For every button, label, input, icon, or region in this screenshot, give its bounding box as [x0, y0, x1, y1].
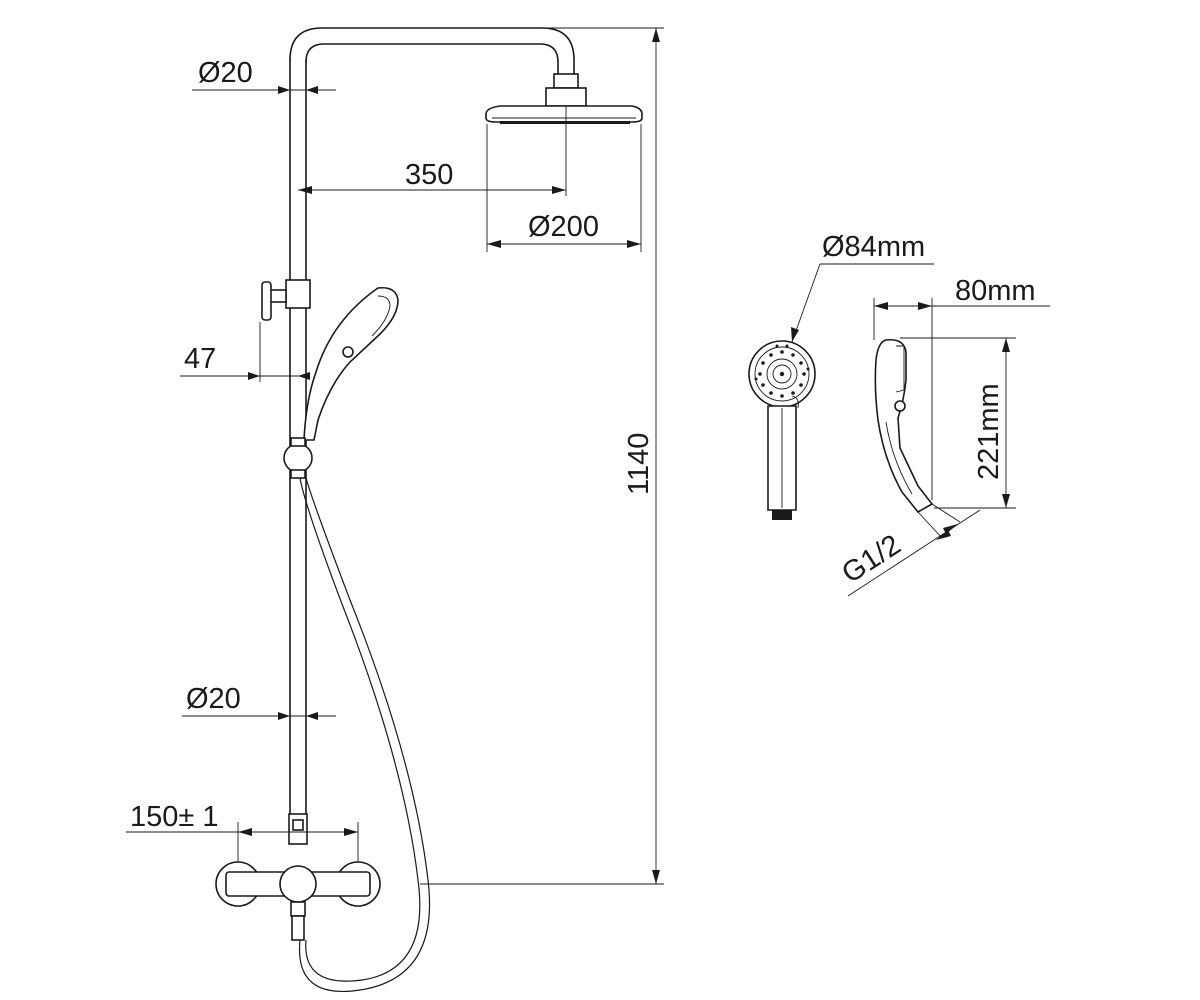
label-hand-offset: 47 [184, 343, 216, 375]
label-total-height: 1140 [623, 433, 655, 495]
label-handset-diameter: Ø84mm [822, 231, 925, 263]
head-nut [545, 87, 587, 107]
arm-connector [553, 73, 579, 89]
label-head-diameter: Ø200 [528, 211, 599, 243]
hand-shower-docked-face [371, 295, 391, 337]
overhead-shower-head [485, 105, 643, 123]
hand-shower-docked-button [342, 346, 354, 358]
upper-bracket-arm [269, 289, 287, 303]
shower-arm-inner [305, 43, 559, 75]
upper-bracket-knob [261, 281, 272, 321]
label-pipe-diameter-top: Ø20 [198, 57, 253, 89]
dimension-handset-diameter: Ø84mm [791, 231, 934, 343]
label-handset-depth: 80mm [955, 275, 1036, 307]
label-handset-length: 221mm [973, 383, 1005, 480]
dimension-hand-offset: 47 [180, 322, 310, 382]
dimension-handset-length: 221mm [900, 337, 1016, 509]
mixer-outlet [291, 915, 305, 941]
shower-hose-inner [299, 477, 421, 982]
mixer-spout [290, 901, 306, 917]
slider-ball [283, 443, 313, 473]
shower-hose-outer [298, 477, 431, 992]
dimension-total-height: 1140 [420, 27, 664, 885]
shower-column [215, 27, 643, 992]
dimension-pipe-diameter-bottom: Ø20 [182, 683, 336, 720]
slider-collar-top [290, 437, 306, 447]
label-arm-length: 350 [405, 159, 453, 191]
label-mixer-centers: 150± 1 [130, 801, 219, 833]
shower-arm-outer [289, 27, 575, 75]
handset-side-body [874, 338, 934, 514]
handset-front-thread [772, 510, 792, 520]
handset-front-nozzles [754, 344, 810, 398]
dimension-pipe-diameter-top: Ø20 [192, 57, 336, 94]
lower-coupling-nut [292, 819, 304, 831]
handset-front-ring [754, 346, 810, 402]
hand-shower-front-view [748, 340, 816, 520]
handset-front-clip [791, 395, 799, 409]
handset-front-center-ring [766, 358, 798, 390]
hand-shower-docked [303, 286, 399, 441]
slider-collar-bottom [290, 469, 306, 479]
shower-head-nozzles [500, 121, 630, 124]
dimension-head-diameter: Ø200 [486, 124, 642, 252]
handset-front-center [772, 364, 792, 384]
upper-bracket-block [285, 279, 311, 309]
handset-side-face [895, 345, 905, 393]
dimension-mixer-centers: 150± 1 [126, 801, 359, 862]
dimension-handset-depth: 80mm [873, 275, 1050, 500]
handset-side-button [894, 400, 906, 412]
dimension-arm-length: 350 [298, 106, 567, 196]
mixer-handle [279, 865, 317, 903]
handset-side-grip [885, 421, 913, 495]
label-pipe-diameter-bottom: Ø20 [186, 683, 241, 715]
hand-shower-side-view [874, 338, 934, 514]
dimension-thread: G1/2 [836, 503, 981, 597]
